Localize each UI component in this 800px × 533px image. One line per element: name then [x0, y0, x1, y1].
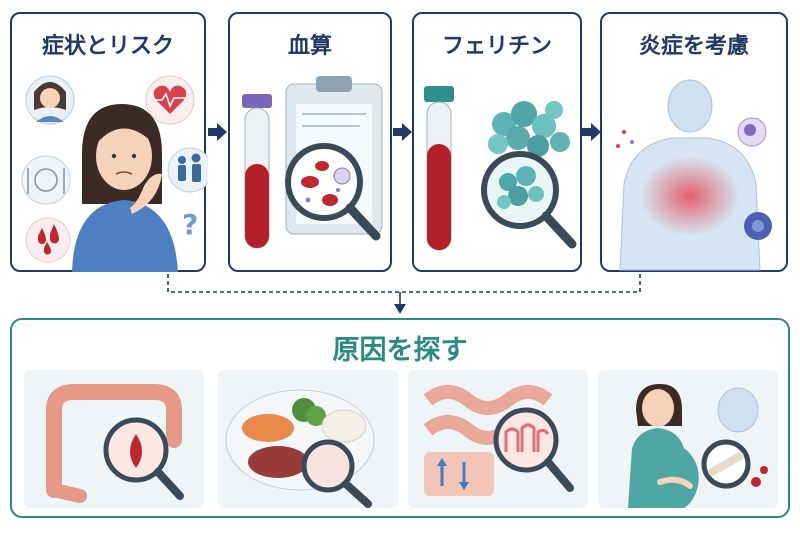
step-title: 炎症を考慮 [638, 34, 749, 59]
cause-card-pregnancy [598, 370, 778, 508]
colon-bleeding-icon [46, 384, 182, 503]
pregnant-woman-icon [628, 384, 699, 508]
thinking-woman-figure [72, 104, 178, 272]
find-cause-section: 原因を探す [10, 318, 790, 518]
step-blood-count: 血算 [228, 12, 392, 272]
plate-fork-knife-icon [21, 155, 71, 205]
test-tube-icon [424, 86, 454, 251]
step-ferritin: フェリチン [412, 12, 582, 272]
question-mark-icon: ? [182, 208, 198, 241]
flow-arrow [208, 123, 227, 141]
section-title: 原因を探す [332, 335, 468, 366]
cause-card-absorption [408, 370, 588, 508]
cause-card-gi-bleeding [24, 370, 204, 508]
step-symptoms-risk: 症状とリスク [10, 12, 208, 272]
human-torso-icon [619, 79, 761, 271]
magnifier-icon [701, 439, 768, 489]
cause-card-diet [218, 370, 398, 508]
fetus-icon [717, 387, 759, 433]
flow-arrow [582, 123, 601, 141]
magnifier-icon [285, 143, 381, 241]
blood-test-tube-icon [242, 94, 272, 249]
family-icon [167, 147, 208, 193]
magnifier-icon [301, 439, 372, 508]
ferritin-cluster-icon [488, 101, 570, 157]
heart-pulse-icon [145, 75, 195, 125]
blood-drops-icon [25, 217, 71, 263]
magnifier-icon [493, 407, 574, 492]
magnifier-icon [103, 417, 184, 500]
magnifier-icon [481, 151, 577, 249]
step-inflammation: 炎症を考慮 [600, 12, 788, 272]
step-title: フェリチン [441, 34, 552, 59]
worried-woman-icon [25, 75, 75, 125]
step-title: 血算 [287, 34, 332, 59]
step-title: 症状とリスク [41, 34, 174, 59]
immune-cell-icon [737, 117, 772, 240]
flow-arrow [393, 123, 412, 141]
